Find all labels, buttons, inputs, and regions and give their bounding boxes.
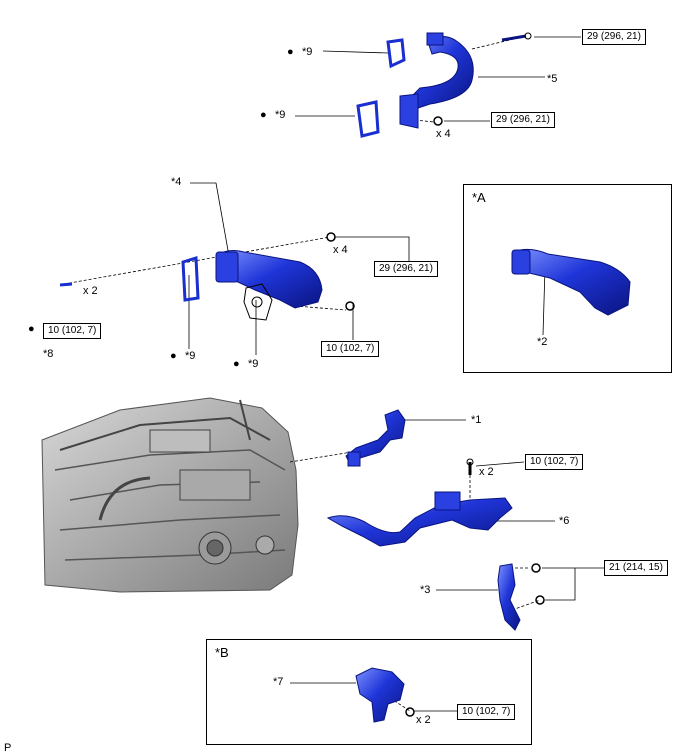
stud-8	[59, 282, 73, 287]
non-reusable-bullet: ●	[233, 358, 240, 370]
label-part-9-mid: *9	[275, 109, 286, 121]
label-part-3: *3	[420, 584, 431, 596]
gasket-9-top	[386, 38, 406, 69]
leader-lines	[188, 36, 604, 712]
label-part-1: *1	[471, 414, 482, 426]
torque-spec: 21 (214, 15)	[604, 560, 668, 576]
qty-nut-4: x 4	[333, 244, 348, 256]
qty-nut-5: x 4	[436, 128, 451, 140]
non-reusable-bullet: ●	[28, 323, 35, 335]
torque-spec: 10 (102, 7)	[43, 323, 102, 339]
part-2-pipe	[511, 248, 631, 316]
engine-illustration	[41, 397, 299, 593]
torque-spec: 10 (102, 7)	[525, 454, 584, 470]
bolt-4-bottom	[345, 301, 355, 311]
label-part-9-b1: *9	[185, 350, 196, 362]
nut-5	[433, 116, 443, 126]
torque-spec: 10 (102, 7)	[321, 341, 380, 357]
view-panel-b: *B	[206, 639, 532, 745]
assembly-lines	[63, 37, 541, 712]
non-reusable-bullet: ●	[260, 109, 267, 121]
view-panel-a: *A	[463, 184, 672, 373]
gasket-9-mid	[356, 100, 380, 138]
nut-4	[326, 232, 336, 242]
label-part-7: *7	[273, 676, 284, 688]
bolts-7	[405, 707, 415, 717]
part-4-manifold	[215, 250, 323, 309]
gasket-9-center	[243, 283, 273, 321]
label-part-9-b2: *9	[248, 358, 259, 370]
label-part-9-top: *9	[302, 46, 313, 58]
qty-stud-8: x 2	[83, 285, 98, 297]
part-1-hose	[345, 409, 406, 467]
part-3-pipe	[497, 563, 521, 631]
label-part-6: *6	[559, 515, 570, 527]
label-part-2: *2	[537, 336, 548, 348]
corner-code: P	[4, 742, 12, 754]
torque-spec: 29 (296, 21)	[582, 29, 646, 45]
torque-spec: 29 (296, 21)	[374, 261, 438, 277]
torque-spec: 29 (296, 21)	[491, 112, 555, 128]
label-part-5: *5	[547, 73, 558, 85]
qty-bolt-7: x 2	[416, 714, 431, 726]
non-reusable-bullet: ●	[287, 46, 294, 58]
bolt-6	[466, 458, 474, 475]
part-6-cooler	[326, 491, 513, 547]
panel-b-title: *B	[215, 645, 229, 660]
part-5-pipe	[399, 32, 474, 129]
qty-bolt-6: x 2	[479, 466, 494, 478]
label-part-8: *8	[43, 348, 54, 360]
non-reusable-bullet: ●	[170, 350, 177, 362]
label-part-4: *4	[171, 176, 182, 188]
panel-a-title: *A	[472, 190, 486, 205]
bolt-5-top	[501, 32, 532, 42]
gasket-9-left	[181, 255, 200, 302]
torque-spec: 10 (102, 7)	[457, 704, 516, 720]
part-7-bracket	[355, 667, 405, 723]
bolts-3	[531, 563, 545, 605]
